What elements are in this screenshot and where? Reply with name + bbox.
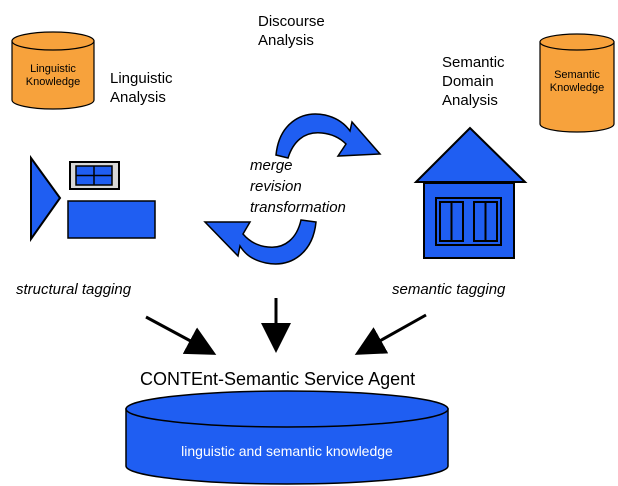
semantic-tagging-label: semantic tagging — [392, 281, 506, 298]
linguistic-knowledge-cylinder — [11, 31, 95, 110]
arrow-semantic-to-agent — [354, 313, 427, 355]
cycle-arrow-top — [275, 113, 382, 159]
document-icon — [30, 154, 156, 243]
agent-title: CONTEnt-Semantic Service Agent — [140, 369, 416, 389]
semantic-knowledge-label: Semantic Knowledge — [549, 69, 605, 94]
semantic-domain-analysis-label: Semantic Domain Analysis — [442, 54, 505, 109]
arrow-structural-to-agent — [145, 315, 217, 355]
structural-tagging-label: structural tagging — [16, 281, 132, 298]
knowledge-base-label: linguistic and semantic knowledge — [181, 443, 393, 459]
discourse-analysis-label: Discourse Analysis — [258, 13, 325, 49]
knowledge-base-cylinder — [125, 390, 449, 485]
linguistic-knowledge-label: Linguistic Knowledge — [25, 63, 81, 88]
semantic-knowledge-cylinder — [539, 33, 615, 133]
cycle-arrow-bottom — [203, 219, 317, 265]
cycle-operations-label: merge revision transformation — [250, 157, 346, 216]
house-icon — [413, 126, 528, 259]
linguistic-analysis-label: Linguistic Analysis — [110, 70, 173, 106]
